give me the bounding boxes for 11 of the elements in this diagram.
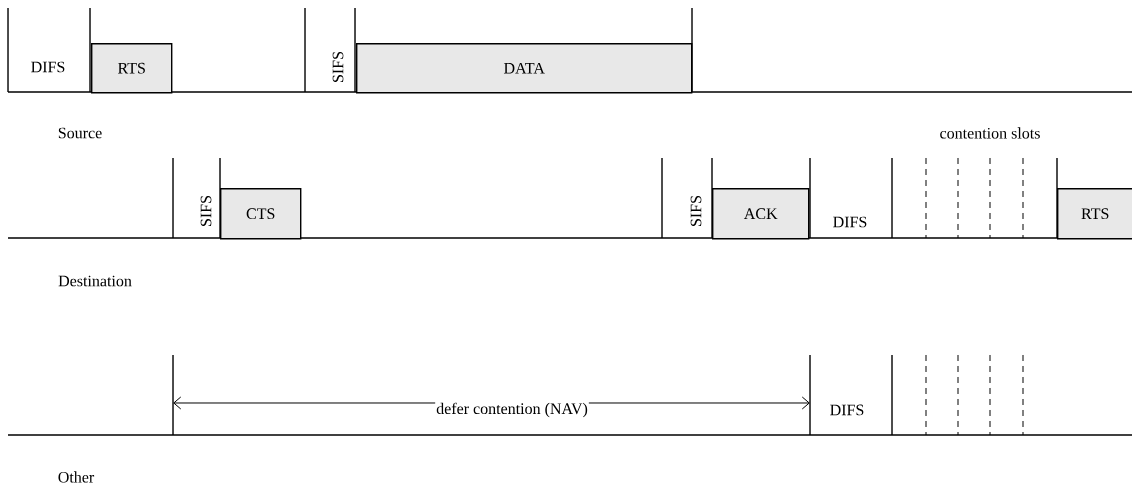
frame-box: RTS (1057, 188, 1132, 240)
interval-label: DIFS (830, 404, 864, 416)
station-label: Other (58, 471, 95, 483)
frame-box: CTS (220, 188, 302, 240)
station-label: Destination (58, 275, 132, 287)
dimension-label: defer contention (NAV) (435, 401, 589, 419)
station-label: Source (58, 127, 102, 139)
frame-box: ACK (712, 188, 810, 240)
frame-box: DATA (356, 43, 693, 94)
interval-label: DIFS (833, 216, 867, 228)
frame-box: RTS (91, 43, 173, 94)
